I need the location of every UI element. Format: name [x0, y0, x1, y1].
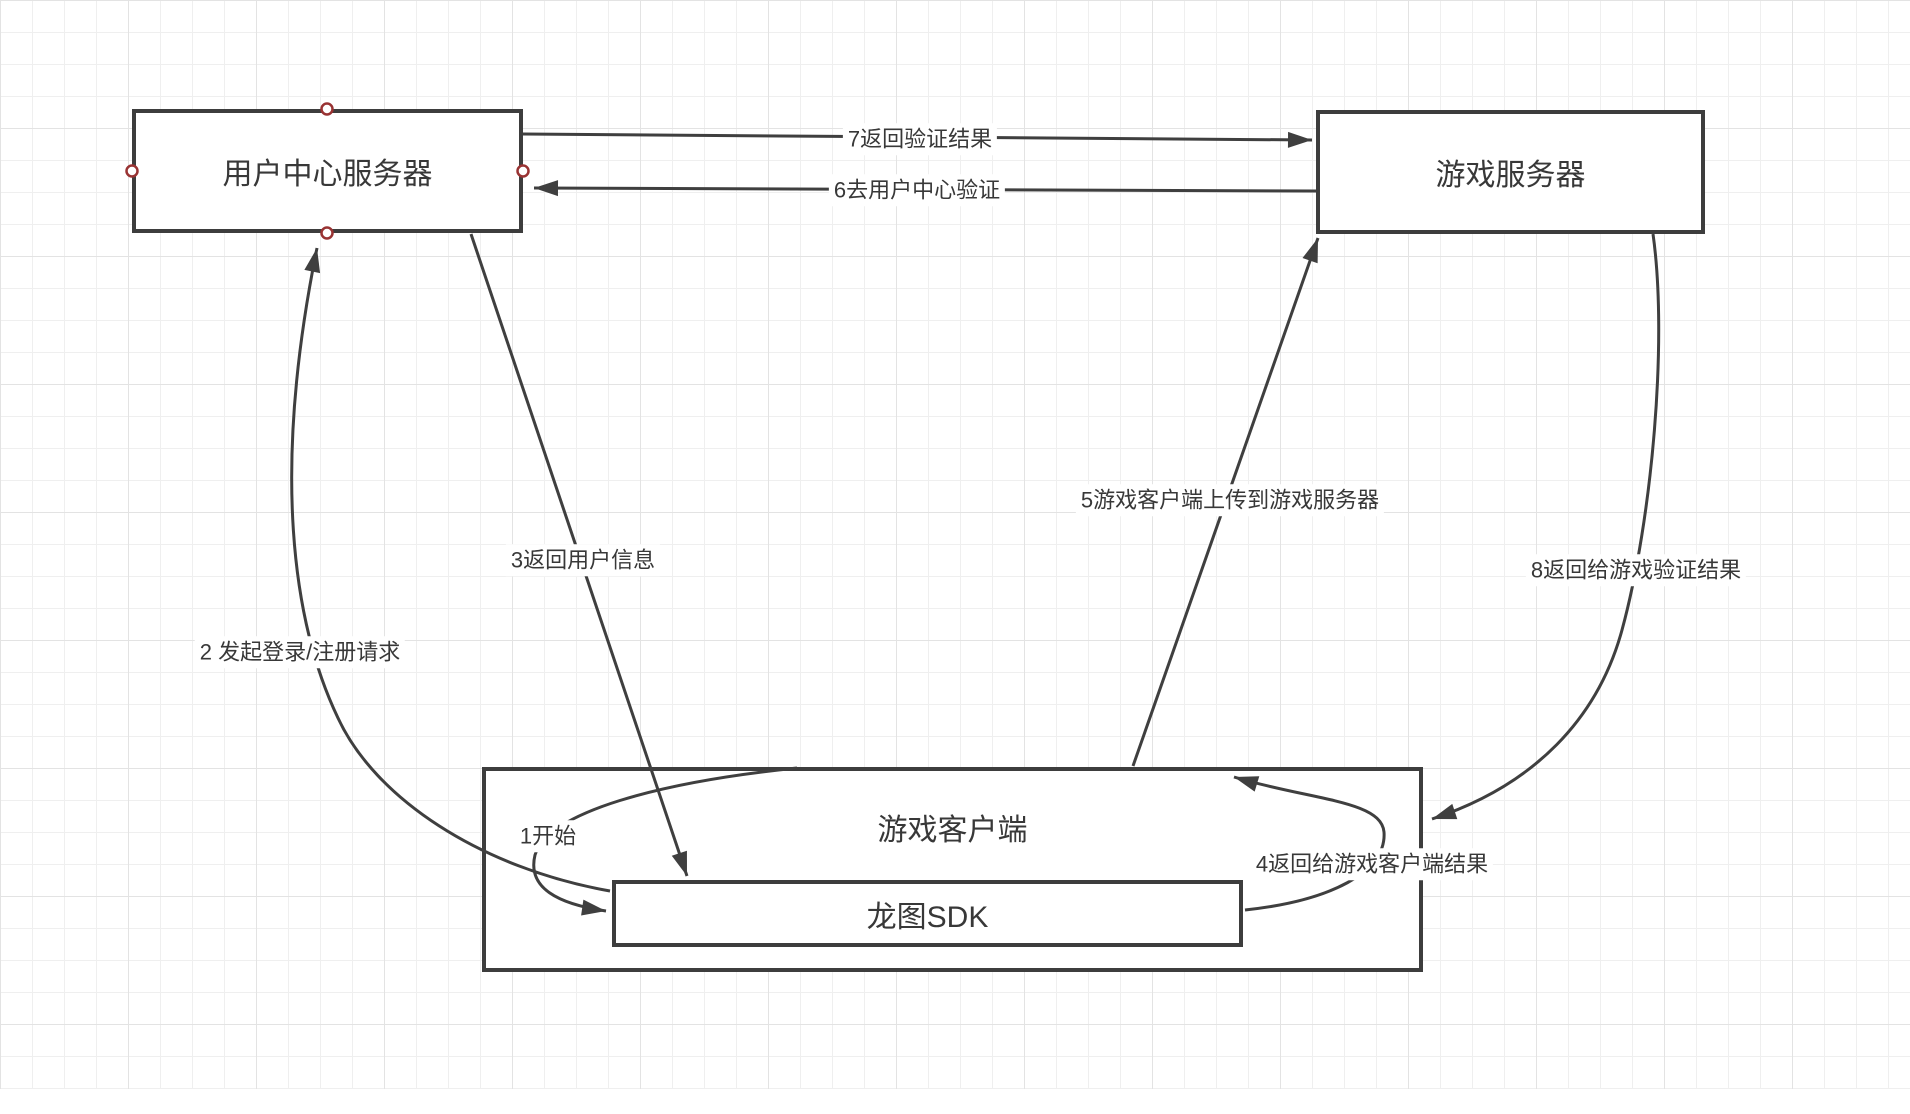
edge-label-6[interactable]: 6去用户中心验证 [828, 174, 1006, 206]
edge-2-login-request[interactable] [290, 247, 611, 893]
edge-label-8[interactable]: 8返回给游戏验证结果 [1525, 554, 1747, 586]
edge-label-5[interactable]: 5游戏客户端上传到游戏服务器 [1075, 484, 1385, 516]
edge-label-2[interactable]: 2 发起登录/注册请求 [194, 636, 406, 668]
edge-label-3[interactable]: 3返回用户信息 [505, 544, 661, 576]
edge-8-return-to-game[interactable] [1431, 233, 1661, 821]
edge-label-7[interactable]: 7返回验证结果 [842, 123, 998, 155]
node-game-server[interactable]: 游戏服务器 [1316, 110, 1705, 234]
edge-4-return-to-client[interactable] [1233, 775, 1386, 912]
connection-handle-right[interactable] [516, 164, 530, 178]
node-longtu-sdk[interactable]: 龙图SDK [612, 880, 1243, 947]
edge-label-1[interactable]: 1开始 [514, 820, 582, 852]
edge-label-4[interactable]: 4返回给游戏客户端结果 [1250, 848, 1494, 880]
connection-handle-left[interactable] [125, 164, 139, 178]
connection-handle-top[interactable] [320, 102, 334, 116]
connection-handle-bottom[interactable] [320, 226, 334, 240]
